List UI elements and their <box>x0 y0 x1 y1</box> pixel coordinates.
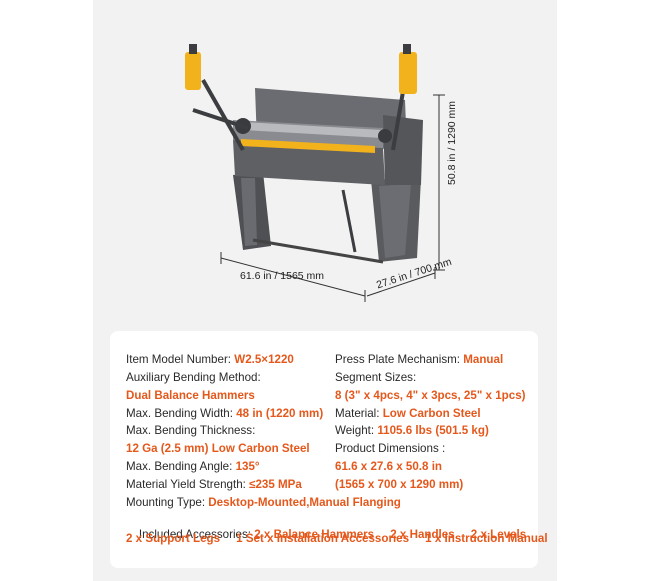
balance-hammer-right <box>391 44 417 151</box>
spec-width: Max. Bending Width: 48 in (1220 mm) <box>126 407 324 420</box>
spec-model: Item Model Number: W2.5×1220 <box>126 353 294 366</box>
height-dimension-label: 50.8 in / 1290 mm <box>446 100 458 185</box>
spec-dims-label: Product Dimensions : <box>335 442 446 455</box>
spec-aux-value: Dual Balance Hammers <box>126 389 255 402</box>
spec-yield: Material Yield Strength: ≤235 MPa <box>126 478 302 491</box>
machine-legs <box>233 172 421 264</box>
spec-aux-label: Auxiliary Bending Method: <box>126 371 261 384</box>
width-dimension-line <box>220 257 366 297</box>
depth-dimension-line <box>366 272 436 297</box>
specifications-card: Item Model Number: W2.5×1220 Auxiliary B… <box>110 331 548 568</box>
spec-dims-value-1: 61.6 x 27.6 x 50.8 in <box>335 460 442 473</box>
spec-press: Press Plate Mechanism: Manual <box>335 353 504 366</box>
product-illustration: 61.6 in / 1565 mm 27.6 in / 700 mm 50.8 … <box>93 0 557 320</box>
spec-segment-label: Segment Sizes: <box>335 371 417 384</box>
lever-rod <box>341 189 357 253</box>
spec-thickness-label: Max. Bending Thickness: <box>126 424 256 437</box>
spec-dims-value-2: (1565 x 700 x 1290 mm) <box>335 478 464 491</box>
spec-mounting: Mounting Type: Desktop-Mounted,Manual Fl… <box>126 496 401 509</box>
balance-hammer-left <box>185 44 249 151</box>
machine-body <box>233 88 423 185</box>
spec-segment-value: 8 (3" x 4pcs, 4" x 3pcs, 25" x 1pcs) <box>335 389 526 402</box>
spec-angle: Max. Bending Angle: 135° <box>126 460 260 473</box>
spec-material: Material: Low Carbon Steel <box>335 407 481 420</box>
spec-thickness-value: 12 Ga (2.5 mm) Low Carbon Steel <box>126 442 310 455</box>
width-dimension-label: 61.6 in / 1565 mm <box>240 270 325 282</box>
spec-accessories-line2: 2 x Support Legs 1 Set x Installation Ac… <box>126 532 548 545</box>
spec-weight: Weight: 1105.6 lbs (501.5 kg) <box>335 424 489 437</box>
spec-accessories: Included Accessories: 2 x Balance Hammer… <box>138 528 527 541</box>
